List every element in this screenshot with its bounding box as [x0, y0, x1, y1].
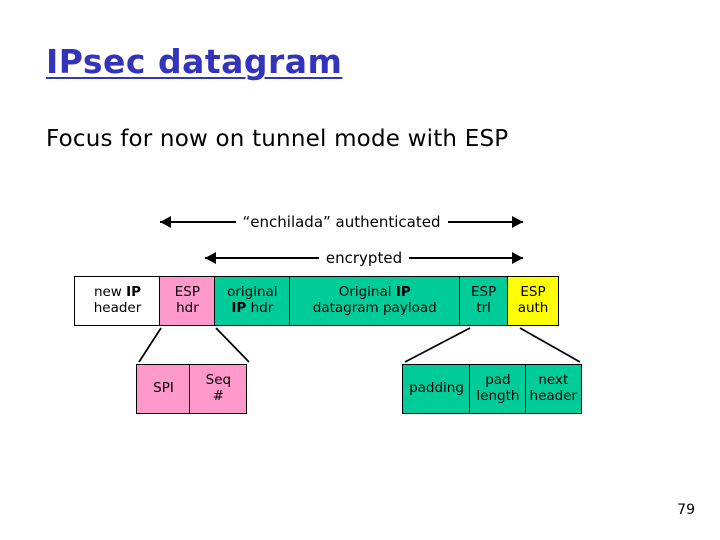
field-line1: Original IP [338, 284, 411, 301]
field-line1: ESP [520, 284, 546, 301]
field-pad-length: pad length [469, 364, 527, 414]
field-esp-auth: ESP auth [507, 276, 560, 326]
field-line2: header [529, 388, 578, 404]
field-line2: header [93, 300, 142, 316]
focus-statement: Focus for now on tunnel mode with ESP [46, 126, 509, 152]
page-number: 79 [677, 502, 695, 518]
arrow-right-head-icon [512, 216, 524, 228]
encrypted-arrow-right-line [409, 257, 523, 259]
field-line1: padding [409, 380, 464, 397]
encrypted-span-annotation: encrypted [205, 246, 523, 270]
field-new-ip-header: new IP header [74, 276, 161, 326]
field-line2: trl [476, 300, 491, 316]
field-line1: new IP [93, 284, 142, 301]
authenticated-arrow-left-segment [160, 216, 236, 228]
field-original-ip-datagram-payload: Original IP datagram payload [289, 276, 461, 326]
field-line2: # [212, 388, 225, 404]
field-line1: Seq [205, 372, 232, 389]
page-title: IPsec datagram [46, 42, 343, 81]
field-line2: auth [517, 300, 549, 316]
authenticated-arrow-right-segment [447, 216, 524, 228]
field-line1: ESP [471, 284, 497, 301]
field-esp-trl: ESP trl [458, 276, 509, 326]
field-line2: length [476, 388, 520, 404]
authenticated-arrow-right-line [447, 221, 524, 223]
esp-trailer-detail-row: padding pad length next header [402, 364, 582, 414]
arrow-right-head-icon [512, 252, 523, 264]
ipsec-datagram-main-row: new IP header ESP hdr original IP hdr Or… [74, 276, 560, 326]
field-line2: datagram payload [312, 300, 437, 316]
arrow-left-head-icon [160, 216, 171, 228]
field-next-header: next header [524, 364, 582, 414]
field-spi: SPI [136, 364, 191, 414]
arrow-left-head-icon [205, 252, 216, 264]
encrypted-arrow-left-line [205, 257, 319, 259]
field-line1: SPI [153, 380, 174, 397]
field-original-ip-hdr: original IP hdr [213, 276, 291, 326]
authenticated-label: “enchilada” authenticated [242, 212, 441, 231]
field-line1: next [538, 372, 569, 389]
field-seq-number: Seq # [189, 364, 248, 414]
authenticated-span-annotation: “enchilada” authenticated [160, 210, 524, 234]
encrypted-label: encrypted [325, 248, 403, 267]
authenticated-arrow-left-line [160, 221, 236, 223]
encrypted-arrow-right-segment [409, 252, 523, 264]
esp-header-detail-row: SPI Seq # [136, 364, 248, 414]
field-esp-hdr: ESP hdr [159, 276, 216, 326]
field-padding: padding [402, 364, 471, 414]
encrypted-arrow-left-segment [205, 252, 319, 264]
field-line1: pad [485, 372, 511, 389]
field-line2: hdr [176, 300, 199, 316]
field-line1: ESP [174, 284, 201, 301]
field-line1: original [227, 284, 278, 301]
field-line2: IP hdr [231, 300, 274, 316]
